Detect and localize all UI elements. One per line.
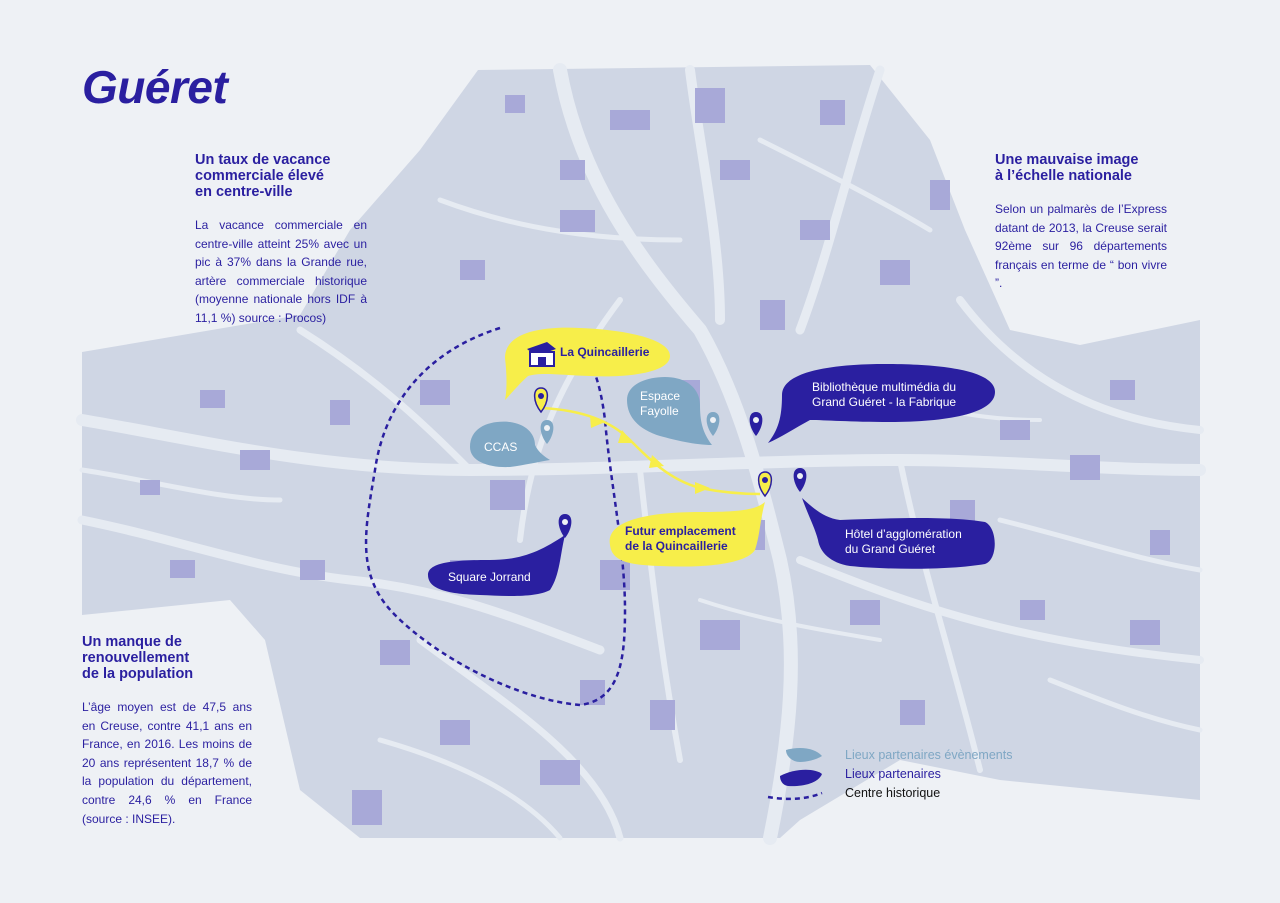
vacance-heading: Un taux de vacance commerciale élevé en … — [195, 152, 331, 200]
pin-quincaillerie-icon — [533, 387, 549, 414]
pin-bibliotheque-icon — [749, 412, 763, 436]
vacance-text: La vacance commerciale en centre-ville a… — [195, 218, 367, 325]
historic-centre-outline — [364, 326, 627, 707]
legend-partners: Lieux partenaires — [845, 767, 941, 781]
legend-historic-centre-icon — [767, 791, 823, 801]
legend-historic-centre: Centre historique — [845, 786, 941, 800]
fayolle-bubble — [627, 377, 712, 445]
label-square-jorrand: Square Jorrand — [448, 570, 531, 584]
route-arrowhead-4 — [695, 482, 710, 494]
pin-fayolle-icon — [706, 412, 720, 436]
legend-partner-icon — [780, 769, 822, 787]
image-heading: Une mauvaise image à l’échelle nationale — [995, 152, 1139, 184]
label-futur-emplacement: Futur emplacement de la Quincaillerie — [625, 524, 736, 553]
route-arrowhead-1 — [590, 416, 605, 428]
image-text: Selon un palmarès de l’Express datant de… — [995, 202, 1167, 291]
store-icon — [527, 342, 556, 367]
label-ccas: CCAS — [484, 440, 518, 454]
ccas-bubble — [470, 421, 550, 468]
buildings — [140, 88, 1170, 825]
label-bibliotheque: Bibliothèque multimédia du Grand Guéret … — [812, 380, 957, 409]
label-hotel-agglomeration: Hôtel d’agglomération du Grand Guéret — [845, 527, 962, 556]
futur-bubble — [609, 502, 765, 567]
label-quincaillerie: La Quincaillerie — [560, 345, 650, 359]
pin-jorrand-icon — [558, 514, 572, 538]
label-espace-fayolle: Espace Fayolle — [640, 389, 681, 418]
route-arrowhead-2 — [618, 430, 633, 443]
pin-hotel-icon — [793, 468, 807, 492]
legend-event-partner-icon — [786, 748, 822, 762]
jorrand-bubble — [428, 535, 565, 596]
pin-ccas-icon — [540, 420, 554, 444]
population-heading: Un manque de renouvellement de la popula… — [82, 634, 194, 682]
population-section: Un manque de renouvellement de la popula… — [82, 634, 252, 828]
image-section: Une mauvaise image à l’échelle nationale… — [995, 152, 1167, 293]
bibliotheque-bubble — [768, 364, 995, 443]
pin-futur-icon — [757, 471, 773, 498]
hotel-bubble — [802, 498, 995, 569]
legend-event-partners: Lieux partenaires évènements — [845, 748, 1013, 762]
route-arrowhead-3 — [649, 455, 664, 468]
population-text: L’âge moyen est de 47,5 ans en Creuse, c… — [82, 700, 252, 826]
page-title: Guéret — [82, 61, 228, 113]
vacance-section: Un taux de vacance commerciale élevé en … — [195, 152, 367, 328]
